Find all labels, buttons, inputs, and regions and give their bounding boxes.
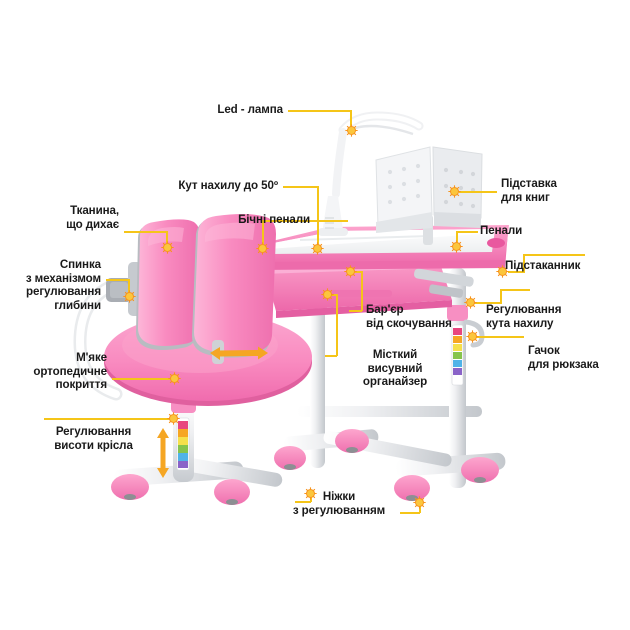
callout-led-lamp: Led - лампа [217,103,283,116]
marker-soft-cover[interactable] [168,372,181,385]
leader-backrest-h [106,279,130,281]
leader-soft-cover-h [112,378,174,380]
marker-backpack-hook[interactable] [466,330,479,343]
leader-book-stand-h [459,191,497,193]
leader-organizer-h2 [325,355,337,357]
leader-side-cases-h [315,220,348,222]
leader-pencil-cases-h [456,231,478,233]
marker-foot-right[interactable] [413,496,426,509]
leader-anti-roll-v [361,271,363,311]
leader-hook-h [474,336,524,338]
marker-organizer[interactable] [321,288,334,301]
leader-tilt-adjust-h [472,302,502,304]
desk-frame [274,268,506,501]
leader-side-cases-v [262,220,264,248]
marker-side-pencil-cases[interactable] [256,242,269,255]
leader-chair-height-h [44,418,174,420]
leader-organizer-v [336,294,338,356]
marker-tilt-adjust[interactable] [464,296,477,309]
callout-pullout-organizer: Місткий висувний органайзер [362,348,428,389]
marker-tilt-angle[interactable] [311,242,324,255]
marker-backrest-depth[interactable] [123,290,136,303]
leader-foot-right-h [400,512,420,514]
leader-cup-holder-v [523,254,525,271]
callout-adjustable-feet: Ніжки з регулюванням [292,490,386,517]
callout-backpack-hook: Гачок для рюкзака [528,344,599,371]
leader-cup-holder-h2 [523,254,585,256]
leader-fabric-h [124,231,168,233]
callout-breathable-fabric: Тканина, що дихає [66,204,119,231]
callout-soft-orthopedic: М'яке ортопедичне покриття [33,351,107,392]
chair-height-arrow [155,427,171,479]
callout-pencil-cases: Пенали [480,224,523,237]
leader-anti-roll-h [352,271,363,273]
callout-cup-holder: Підстаканник [505,259,581,272]
marker-book-stand[interactable] [448,185,461,198]
leader-foot-left-h [295,501,311,503]
seat-depth-arrow [208,345,270,361]
callout-tilt-angle: Кут нахилу до 50º [178,179,278,192]
marker-chair-height[interactable] [167,412,180,425]
leader-backrest-v [128,279,130,296]
chair [73,214,312,505]
callout-anti-roll-barrier: Бар'єр від скочування [366,303,452,330]
callout-tilt-adjustment: Регулювання кута нахилу [486,303,562,330]
callout-chair-height: Регулювання висоти крісла [54,425,133,452]
marker-led-lamp[interactable] [345,124,358,137]
leader-pencil-cases-v [456,231,458,246]
callout-book-stand: Підставка для книг [501,177,557,204]
marker-pencil-cases[interactable] [450,240,463,253]
leader-side-cases-h2 [262,220,315,222]
marker-foot-left[interactable] [304,487,317,500]
book-stand [375,146,483,245]
marker-cup-holder[interactable] [496,265,509,278]
leader-led-lamp-v [350,110,352,131]
leader-cup-holder-h [508,271,525,273]
leader-tilt-adjust-v [500,289,502,302]
leader-foot-right-v [419,502,421,513]
leader-led-lamp-h [288,110,352,112]
leader-anti-roll-h2 [349,310,362,312]
leader-tilt-angle-h [283,186,319,188]
leader-tilt-adjust-h2 [500,289,530,291]
callout-side-pencil-cases: Бічні пенали [238,213,310,226]
marker-fabric[interactable] [161,241,174,254]
marker-anti-roll[interactable] [344,265,357,278]
callout-backrest-depth: Спинка з механізмом регулювання глибини [25,258,101,312]
leader-tilt-angle-v [317,186,319,248]
leader-fabric-v [166,231,168,247]
